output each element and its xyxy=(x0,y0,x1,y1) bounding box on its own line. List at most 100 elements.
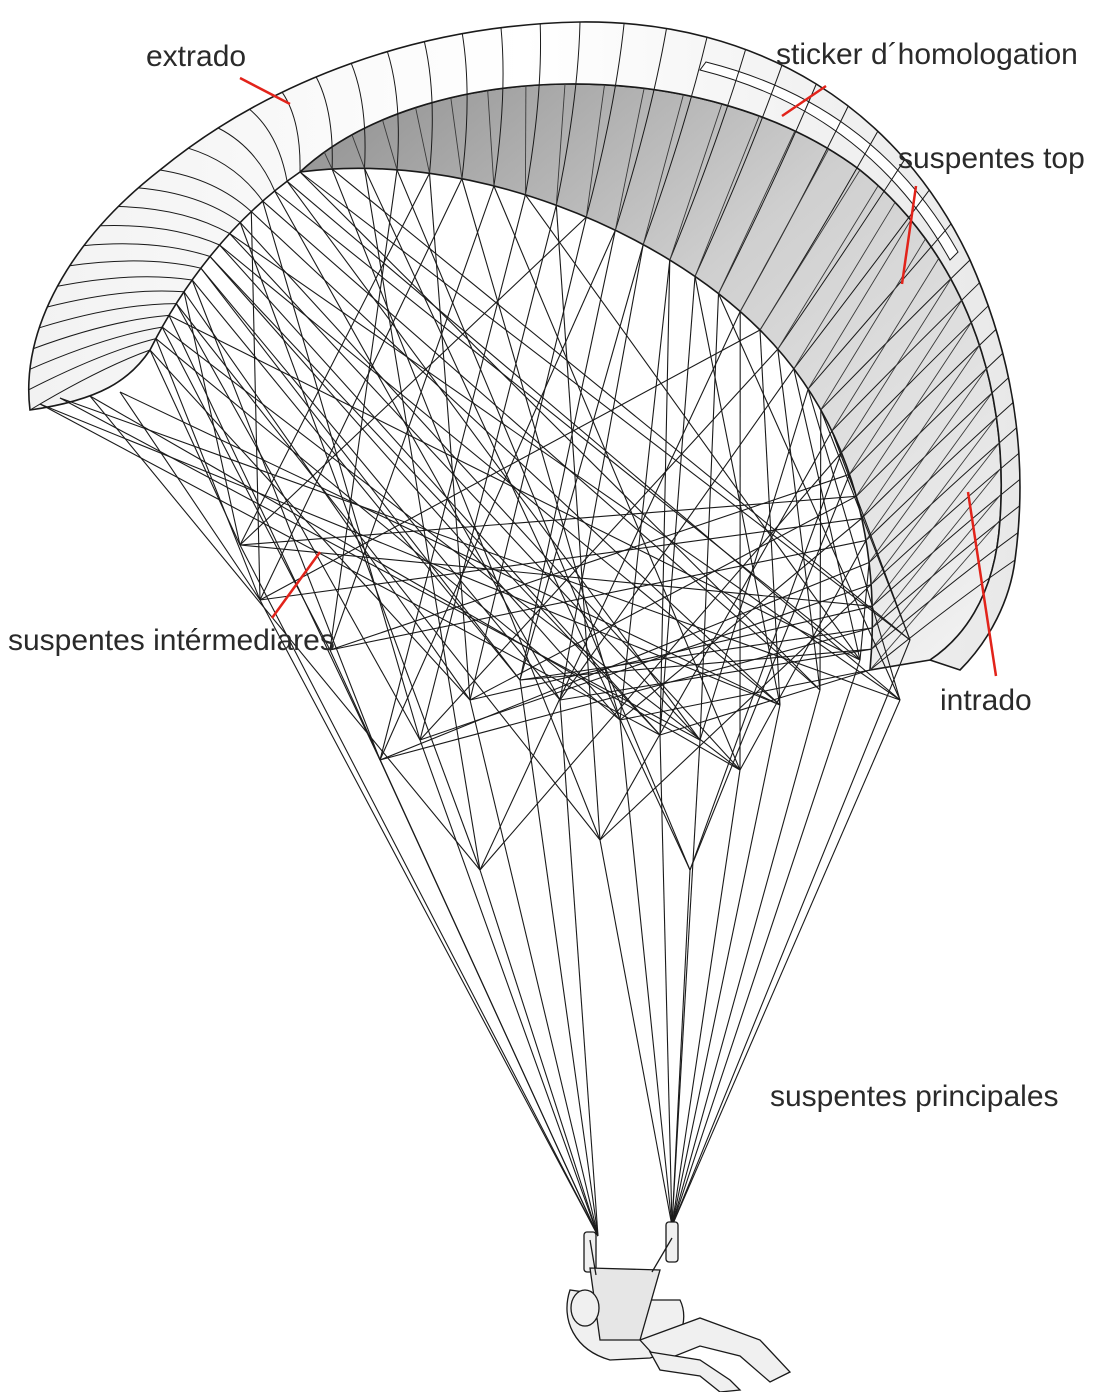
suspente-intermediaire xyxy=(819,409,822,691)
suspente-intermediaire xyxy=(209,256,661,736)
suspente-intermediaire xyxy=(419,348,779,741)
underside-rib xyxy=(382,119,398,170)
underside-rib xyxy=(555,83,566,206)
suspente-top xyxy=(200,267,561,701)
suspente-top xyxy=(419,205,557,741)
underside-rib xyxy=(855,322,972,497)
suspente-principale xyxy=(671,869,691,1227)
suspente-top xyxy=(363,168,481,871)
leader-intrado xyxy=(966,491,998,677)
suspente-intermediaire xyxy=(262,200,421,741)
underside-rib xyxy=(718,130,796,294)
underside-rib xyxy=(323,152,333,170)
suspente-intermediaire xyxy=(493,185,741,771)
underside-rib xyxy=(871,467,1002,629)
suspente-intermediaire xyxy=(461,178,621,721)
underside-rib xyxy=(820,238,926,411)
suspente-intermediaire xyxy=(831,430,911,641)
label-sticker-homologation: sticker d´homologation xyxy=(776,38,1078,71)
canopy-rib xyxy=(807,223,952,390)
canopy-rib xyxy=(870,452,1020,585)
canopy-rib xyxy=(555,21,581,206)
suspente-intermediaire xyxy=(329,169,398,651)
canopy-rib xyxy=(249,108,288,182)
suspente-principale xyxy=(479,869,599,1237)
suspente-intermediaire xyxy=(469,495,857,701)
canopy-rib xyxy=(524,23,542,195)
suspente-intermediaire xyxy=(859,562,870,661)
suspente-principale xyxy=(671,689,821,1227)
suspente-top xyxy=(262,200,821,691)
suspente-intermediaire xyxy=(286,180,701,741)
suspente-principale xyxy=(259,599,599,1237)
suspente-top xyxy=(519,230,616,681)
suspente-intermediaire xyxy=(519,648,872,681)
canopy-rib xyxy=(423,41,433,174)
canopy-rib xyxy=(33,314,170,350)
suspente-intermediaire xyxy=(299,171,821,691)
suspente-intermediaire xyxy=(229,233,901,701)
suspente-principale xyxy=(671,739,701,1227)
canopy-rib xyxy=(871,532,1019,650)
underside-rib xyxy=(642,94,684,245)
suspente-top xyxy=(239,222,741,771)
suspente-intermediaire xyxy=(364,168,691,871)
suspente-principale xyxy=(559,699,599,1237)
suspente-intermediaire xyxy=(183,291,241,546)
canopy-rib xyxy=(642,37,708,245)
leader-extrado xyxy=(239,76,291,106)
suspente-intermediaire xyxy=(524,194,861,661)
canopy-rib xyxy=(84,243,211,257)
suspente-principale xyxy=(239,544,599,1237)
label-suspentes-top: suspentes top xyxy=(898,142,1085,175)
leader-suspentes-top xyxy=(900,185,918,285)
label-intrado: intrado xyxy=(940,684,1032,717)
suspente-principale xyxy=(671,769,741,1227)
underside-rib xyxy=(694,115,760,277)
underside-rib xyxy=(871,493,1002,650)
suspente-intermediaire xyxy=(379,230,616,761)
canopy-rib xyxy=(871,479,1021,607)
suspente-top xyxy=(599,430,833,841)
suspente-intermediaire xyxy=(149,349,471,701)
canopy-rib xyxy=(39,303,177,329)
suspente-principale xyxy=(619,719,673,1227)
suspente-top xyxy=(119,391,781,706)
suspente-intermediaire xyxy=(200,267,521,681)
leader-sticker xyxy=(781,84,827,118)
canopy-rib xyxy=(461,33,468,179)
suspente-intermediaire xyxy=(250,211,261,601)
suspente-principale xyxy=(659,734,673,1227)
canopy-rib xyxy=(861,377,1009,519)
suspente-intermediaire xyxy=(239,216,587,546)
suspente-principale xyxy=(469,699,599,1237)
suspente-intermediaire xyxy=(161,326,741,771)
canopy-rib xyxy=(159,169,252,212)
suspente-top xyxy=(469,216,587,701)
suspente-top xyxy=(209,256,621,721)
underside-rib xyxy=(585,84,605,218)
canopy-rib xyxy=(718,83,817,294)
suspente-top xyxy=(239,495,857,546)
suspente-top xyxy=(329,185,495,651)
suspente-principale xyxy=(379,759,599,1237)
suspente-intermediaire xyxy=(694,276,781,706)
suspente-principale xyxy=(599,839,673,1227)
suspente-top xyxy=(191,279,521,681)
suspente-top xyxy=(777,349,821,691)
canopy-rib xyxy=(28,338,157,391)
canopy-rib xyxy=(865,402,1014,541)
suspente-top xyxy=(155,338,261,601)
canopy-rib xyxy=(69,260,202,269)
suspente-top xyxy=(689,474,851,871)
canopy-rib xyxy=(57,276,193,287)
underside-rib xyxy=(415,107,430,174)
canopy-rib xyxy=(669,49,747,261)
underside-rib xyxy=(487,90,495,187)
suspente-intermediaire xyxy=(559,368,795,701)
suspente-top xyxy=(396,169,691,871)
suspente-top xyxy=(479,452,842,871)
canopy-rib xyxy=(820,259,971,411)
